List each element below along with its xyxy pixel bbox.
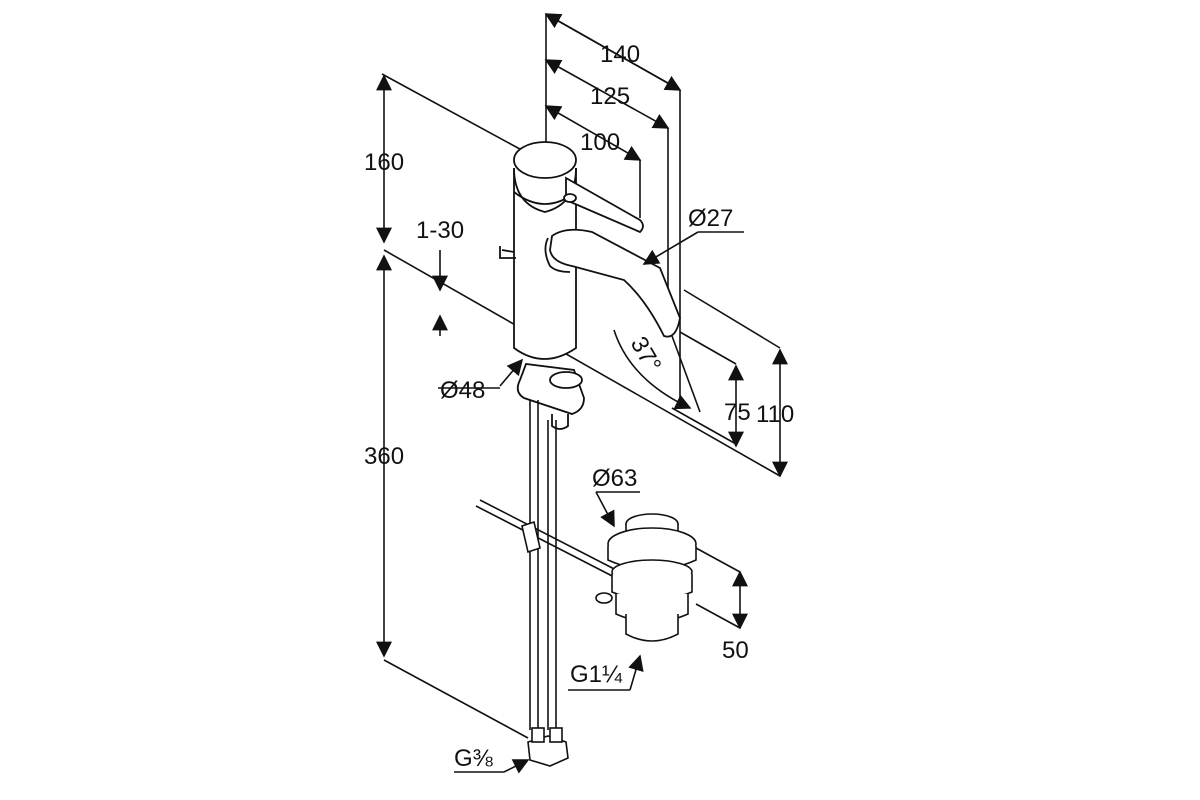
dim-37: 37°: [625, 332, 667, 377]
top-dimensions: [544, 13, 682, 400]
dim-110: 110: [756, 401, 794, 428]
right-dimensions: [438, 231, 788, 774]
drain-assembly: [595, 513, 697, 642]
dim-125: 125: [590, 83, 630, 110]
dim-360: 360: [364, 443, 404, 470]
dim-100: 100: [580, 129, 620, 156]
dim-27: Ø27: [688, 205, 733, 232]
dim-1-30: 1-30: [416, 217, 464, 244]
dim-g114: G1¼: [570, 661, 623, 688]
dim-50: 50: [722, 637, 749, 664]
dim-75: 75: [724, 399, 751, 426]
dim-g38: G⅜: [454, 745, 494, 772]
dimension-labels: 140 125 100 160 1-30 Ø27 37° Ø48 75 110 …: [364, 41, 794, 772]
left-dimensions: [376, 73, 781, 739]
dim-63: Ø63: [592, 465, 637, 492]
dim-140: 140: [600, 41, 640, 68]
dim-48: Ø48: [440, 377, 485, 404]
faucet-body: [499, 141, 681, 430]
dim-160: 160: [364, 149, 404, 176]
supply-pipes: [475, 400, 625, 767]
